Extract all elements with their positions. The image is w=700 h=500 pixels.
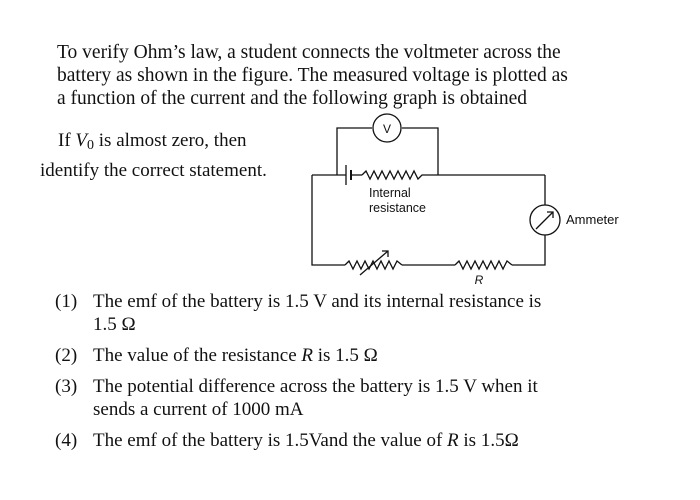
option-4-number: (4) (55, 430, 78, 451)
option-2-symbol-r: R (301, 345, 313, 366)
option-1-text-line-1: The emf of the battery is 1.5 V and its … (93, 291, 542, 312)
ammeter-arrowhead (547, 211, 554, 218)
option-3-number: (3) (55, 376, 78, 397)
answer-options: (1) The emf of the battery is 1.5 V and … (55, 290, 645, 460)
rheostat-arrowhead (382, 250, 389, 257)
voltmeter-label: V (383, 122, 391, 136)
rheostat-arrow-line (359, 250, 389, 276)
v-zero-symbol: V (75, 130, 88, 151)
internal-resistance-label-2: resistance (369, 201, 426, 215)
resistor-r-label: R (475, 273, 484, 287)
wire-right-lower (512, 235, 546, 266)
option-1[interactable]: (1) The emf of the battery is 1.5 V and … (55, 290, 645, 336)
resistor-r-zigzag (454, 259, 513, 271)
option-1-number: (1) (55, 291, 78, 312)
internal-resistance-label-1: Internal (369, 186, 411, 200)
intro-line-3: a function of the current and the follow… (57, 88, 528, 109)
voltmeter-circle (372, 113, 402, 143)
voltmeter-wire-left (336, 127, 372, 175)
question-condition: If V0 is almost zero, then (58, 130, 247, 154)
voltmeter-wire-right (402, 127, 439, 175)
intro-line-1: To verify Ohm’s law, a student connects … (57, 42, 561, 63)
internal-resistance-zigzag (361, 169, 432, 181)
ammeter-needle (535, 211, 554, 230)
option-3-text-line-2: sends a current of 1000 mA (93, 399, 304, 420)
condition-prefix: If (58, 130, 76, 151)
option-2-text-before: The value of the resistance (93, 345, 302, 366)
option-2-number: (2) (55, 345, 78, 366)
option-4-text-after: is 1.5Ω (458, 430, 519, 451)
ammeter-circle (529, 204, 561, 236)
rheostat-zigzag (344, 259, 403, 271)
intro-line-2: battery as shown in the figure. The meas… (57, 65, 568, 86)
v-zero-subscript: 0 (87, 138, 95, 153)
wire-left (311, 175, 345, 266)
question-prompt: identify the correct statement. (40, 160, 267, 181)
ammeter-label: Ammeter (566, 212, 619, 227)
question-intro: To verify Ohm’s law, a student connects … (57, 41, 657, 110)
option-3-text-line-1: The potential difference across the batt… (93, 376, 538, 397)
option-1-text-line-2: 1.5 Ω (93, 314, 136, 335)
option-4-text-before: The emf of the battery is 1.5Vand the va… (93, 430, 448, 451)
condition-suffix: is almost zero, then (94, 130, 247, 151)
option-4[interactable]: (4) The emf of the battery is 1.5Vand th… (55, 429, 645, 452)
option-2-text-after: is 1.5 Ω (313, 345, 378, 366)
option-4-symbol-r: R (447, 430, 459, 451)
option-2[interactable]: (2) The value of the resistance R is 1.5… (55, 344, 645, 367)
option-3[interactable]: (3) The potential difference across the … (55, 375, 645, 421)
